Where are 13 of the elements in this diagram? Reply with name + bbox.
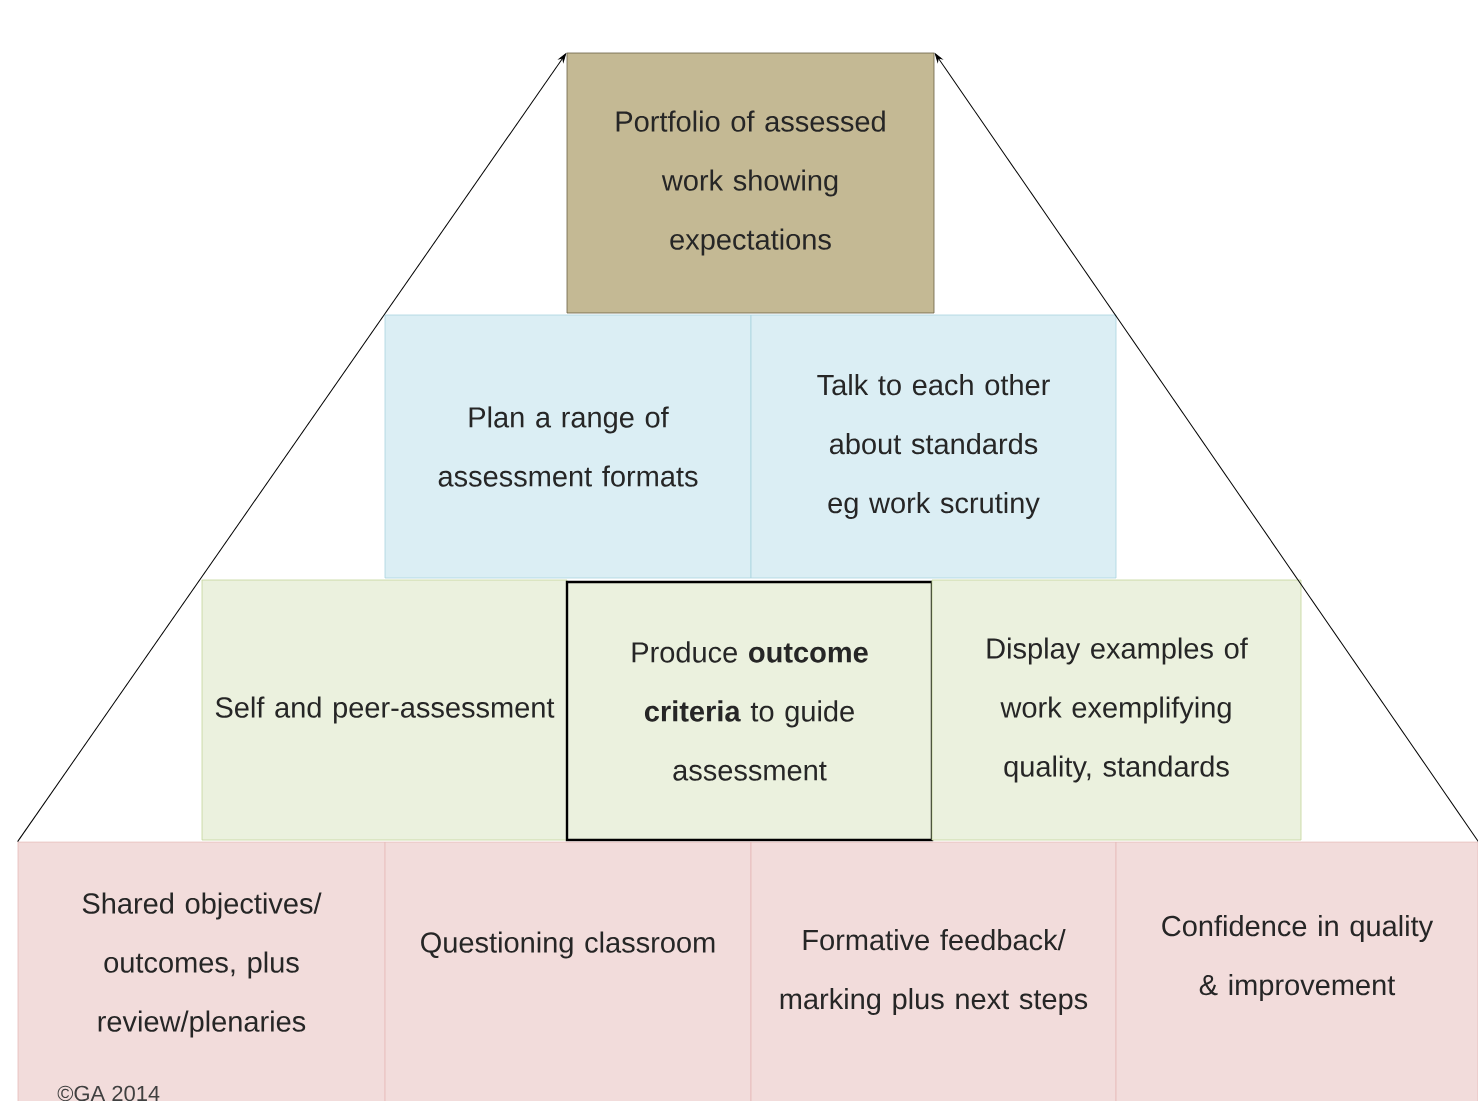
pyramid-box: Self and peer-assessment — [201, 579, 568, 841]
pyramid-edge-arrow — [17, 53, 567, 843]
highlighted-box: Produce outcome criteria to guide assessment — [565, 580, 934, 842]
pyramid-box: Formative feedback/ marking plus next steps — [750, 841, 1117, 1101]
pyramid-box: Plan a range of assessment formats — [384, 314, 752, 579]
pyramid-edge-arrow — [934, 53, 1478, 843]
node-label: Formative feedback/ marking plus next steps — [780, 928, 1088, 1016]
copyright-note: ©GA 2014 — [57, 1085, 160, 1101]
top-box: Portfolio of assessed work showing expectations — [566, 52, 935, 314]
pyramid-box: Confidence in quality & improvement — [1115, 841, 1478, 1101]
pyramid-box: Questioning classroom — [384, 841, 752, 1101]
pyramid-box: Display examples of work exemplifying quality, standards — [931, 579, 1302, 841]
pyramid-box: Talk to each other about standards eg work scrutiny — [750, 314, 1117, 579]
